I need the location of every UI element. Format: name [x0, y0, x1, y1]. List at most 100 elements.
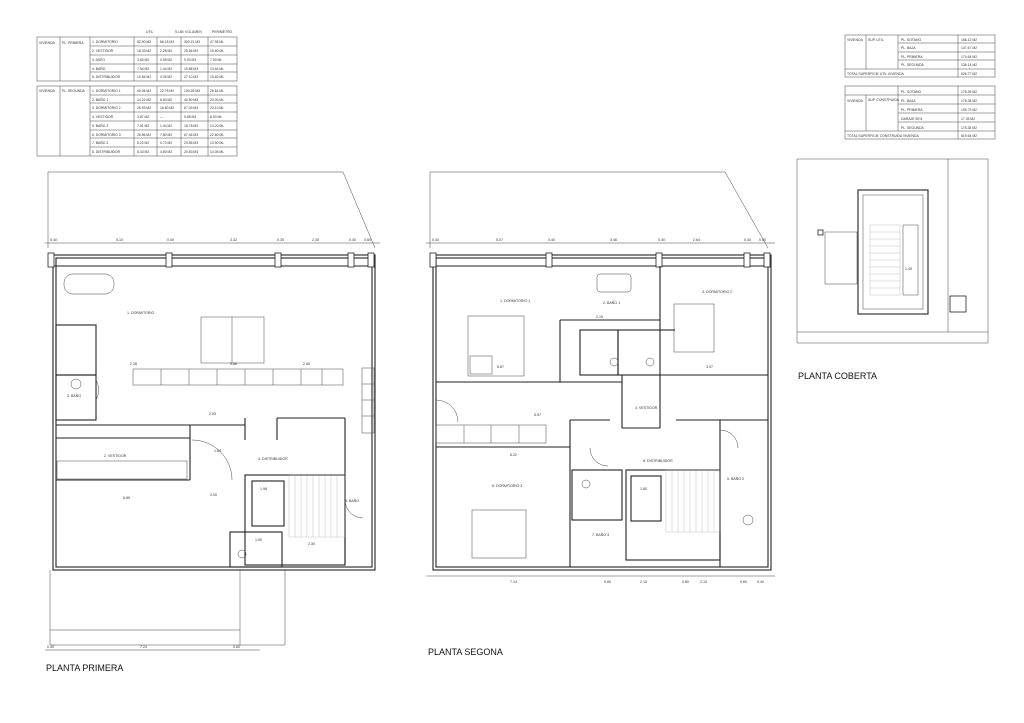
- dim-segona-top-6: 0.40: [744, 238, 751, 242]
- dim-primera-top-6: 0.40: [349, 238, 356, 242]
- table-segunda-row-2-col-4: 23.10 ML: [210, 106, 224, 110]
- table-util-label2: SUP. UTIL: [868, 38, 884, 42]
- table-construida-row-2-col-0: PL. PRIMERA: [901, 108, 923, 112]
- plan-coberta: 1.49 PLANTA COBERTA: [796, 158, 989, 381]
- table-construida-label2: SUP. CONSTRUIDA: [868, 98, 900, 102]
- table-primera-row-3-col-4: 13.64 ML: [210, 67, 224, 71]
- table-util-row-0-col-0: PL. SOTANO: [901, 38, 921, 42]
- plan-coberta-title: PLANTA COBERTA: [798, 371, 877, 381]
- table-primera-row-1-col-1: 18.33 M2: [137, 49, 151, 53]
- dim-segona-bottom-1: 0.80: [604, 580, 611, 584]
- dim-segona-top-3: 3.46: [610, 238, 617, 242]
- table-segunda-row-1-col-3: 40.50 M3: [184, 98, 198, 102]
- dim-primera-top-5: 2.35: [312, 238, 319, 242]
- dim-primera-top-2: 0.40: [167, 238, 174, 242]
- col-header-perimetro: PERIMETRO: [212, 30, 233, 34]
- table-util-label1: VIVIENDA: [847, 38, 864, 42]
- table-segunda-row-7-col-1: 8.33 M2: [137, 150, 149, 154]
- table-primera-row-0-col-3: 300.21 M3: [184, 40, 200, 44]
- table-segunda-row-4-col-0: 5. BAÑO 2: [92, 123, 108, 128]
- plan-segona-title: PLANTA SEGONA: [428, 647, 503, 657]
- table-segunda-row-2-col-1: 26.93 M2: [137, 106, 151, 110]
- table-construida-row-2-col-1: 199.73 M2: [961, 108, 977, 112]
- table-segunda-row-5-col-0: 6. DORMITORIO 3: [92, 133, 121, 137]
- table-primera-row-4-col-4: 15.62 ML: [210, 75, 224, 79]
- dim-primera-int-8: 1.50: [255, 538, 262, 542]
- dim-primera-int-4: 6.89: [123, 496, 130, 500]
- dim-primera-top-0: 0.40: [50, 238, 57, 242]
- table-primera-row-0-col-4: 47.95 ML: [210, 40, 224, 44]
- col-header-util: UTIL: [146, 30, 153, 34]
- dim-primera-int-9: 2.00: [210, 493, 217, 497]
- table-primera-row-4-col-0: 5. DISTRIBUIDOR: [92, 75, 121, 79]
- table-primera-row-1-col-0: 2. VESTIDOR: [92, 49, 114, 53]
- table-segunda-row-4-col-3: 18.78 M3: [184, 124, 198, 128]
- dim-segona-bottom-6: 0.40: [757, 580, 764, 584]
- table-util-total-value: 626.77 M2: [961, 72, 977, 76]
- dim-segona-top-4: 0.40: [658, 238, 665, 242]
- table-segunda-row-2-col-0: 3. DORMITORIO 2: [92, 106, 121, 110]
- table-primera-row-1-col-3: 25.56 M3: [184, 49, 198, 53]
- table-segunda-row-2-col-3: 67.33 M3: [184, 106, 198, 110]
- table-segunda-row-0-col-4: 26.64 ML: [210, 89, 224, 93]
- table-construida-row-3-col-1: 17.35 M2: [961, 117, 975, 121]
- table-segunda-row-6-col-1: 8.22 M2: [137, 141, 149, 145]
- table-segunda-label2: PL. SEGUNDA: [62, 89, 86, 93]
- dim-primera-top-3: 3.32: [230, 238, 237, 242]
- dim-segona-bottom-0: 7.14: [510, 580, 517, 584]
- table-segunda-row-3-col-3: 9.68 M3: [184, 115, 196, 119]
- table-primera-row-2-col-3: 9.93 M3: [184, 58, 196, 62]
- room-segona-1: 1. DORMITORIO 1: [500, 299, 530, 303]
- table-segunda-row-7-col-4: 14.06 ML: [210, 150, 224, 154]
- dim-segona-int-1: 3.97: [706, 365, 713, 369]
- dim-segona-top-1: 5.07: [496, 238, 503, 242]
- table-segunda-row-3-col-0: 4. VESTIDOR: [92, 115, 114, 119]
- dim-segona-int-0: 5.87: [497, 365, 504, 369]
- table-sup-util: VIVIENDA SUP. UTIL PL. SOTANO 166.12 M2 PL…: [844, 34, 996, 78]
- dim-segona-bottom-4: 2.15: [700, 580, 707, 584]
- table-segunda-row-1-col-2: 6.60 M2: [160, 98, 172, 102]
- dim-coberta-0: 1.49: [905, 267, 912, 271]
- plan-segona: 0.40 5.07 0.40 3.46 0.40 2.64 0.40 0.60 …: [426, 171, 775, 657]
- dim-primera-int-0: 2.38: [130, 362, 137, 366]
- dim-primera-int-1: 5.86: [230, 362, 237, 366]
- dim-segona-int-4: 2.15: [596, 315, 603, 319]
- dim-primera-bottom-0: 0.40: [47, 645, 54, 649]
- table-segunda-row-0-col-2: 22.78 M2: [160, 89, 174, 93]
- dim-primera-top-1: 5.10: [116, 238, 123, 242]
- table-util-row-2-col-1: 174.64 M2: [961, 55, 977, 59]
- table-construida-row-3-col-0: GARAJE 50%: [901, 117, 922, 121]
- table-primera-row-1-col-4: 15.60 ML: [210, 49, 224, 53]
- table-segunda-row-3-col-4: 8.00 ML: [210, 115, 222, 119]
- dim-segona-bottom-2: 2.15: [640, 580, 647, 584]
- dim-primera-top-4: 0.35: [277, 238, 284, 242]
- table-segunda-row-1-col-0: 2. BAÑO 1: [92, 97, 108, 102]
- dim-primera-int-6: 1.98: [260, 487, 267, 491]
- room-primera-4: 4. DISTRIBUIDOR: [258, 457, 288, 461]
- table-primera-row-0-col-0: 1. DORMITORIO: [92, 40, 118, 44]
- plan-primera: 0.40 5.10 0.40 3.32 0.35 2.35 0.40 0.60 …: [45, 171, 380, 673]
- table-segunda-row-4-col-1: 7.51 M2: [137, 124, 149, 128]
- room-segona-7: 7. BAÑO 3: [592, 532, 609, 537]
- table-util-row-2-col-0: PL. PRIMERA: [901, 55, 923, 59]
- table-util-row-1-col-0: PL. BAJA: [901, 46, 916, 50]
- table-primera-row-3-col-0: 4. BAÑO: [92, 66, 106, 71]
- room-primera-1: 1. DORMITORIO: [127, 311, 154, 315]
- table-segunda-row-6-col-0: 7. BAÑO 3: [92, 140, 108, 145]
- room-segona-5: 5. BAÑO 2: [727, 476, 744, 481]
- dim-segona-top-7: 0.60: [759, 238, 766, 242]
- table-segunda-row-0-col-3: 100.26 M3: [184, 89, 200, 93]
- table-construida-row-4-col-0: PL. SEGUNDA: [901, 126, 925, 130]
- room-primera-2: 2. VESTIDOR: [104, 454, 127, 458]
- table-primera-row-4-col-3: 27.10 M3: [184, 75, 198, 79]
- table-construida-row-4-col-1: 176.35 M2: [961, 126, 977, 130]
- table-primera-row-4-col-2: 4.05 M2: [160, 75, 172, 79]
- table-primera-row-0-col-2: 86.18 M3: [160, 40, 174, 44]
- table-util-row-1-col-1: 147.67 M2: [961, 46, 977, 50]
- table-primera-row-2-col-4: 7.90 ML: [210, 58, 222, 62]
- table-segunda-row-7-col-2: 4.80 M2: [160, 150, 172, 154]
- table-primera-row-3-col-1: 7.94 M2: [137, 67, 149, 71]
- table-util-row-0-col-1: 166.12 M2: [961, 38, 977, 42]
